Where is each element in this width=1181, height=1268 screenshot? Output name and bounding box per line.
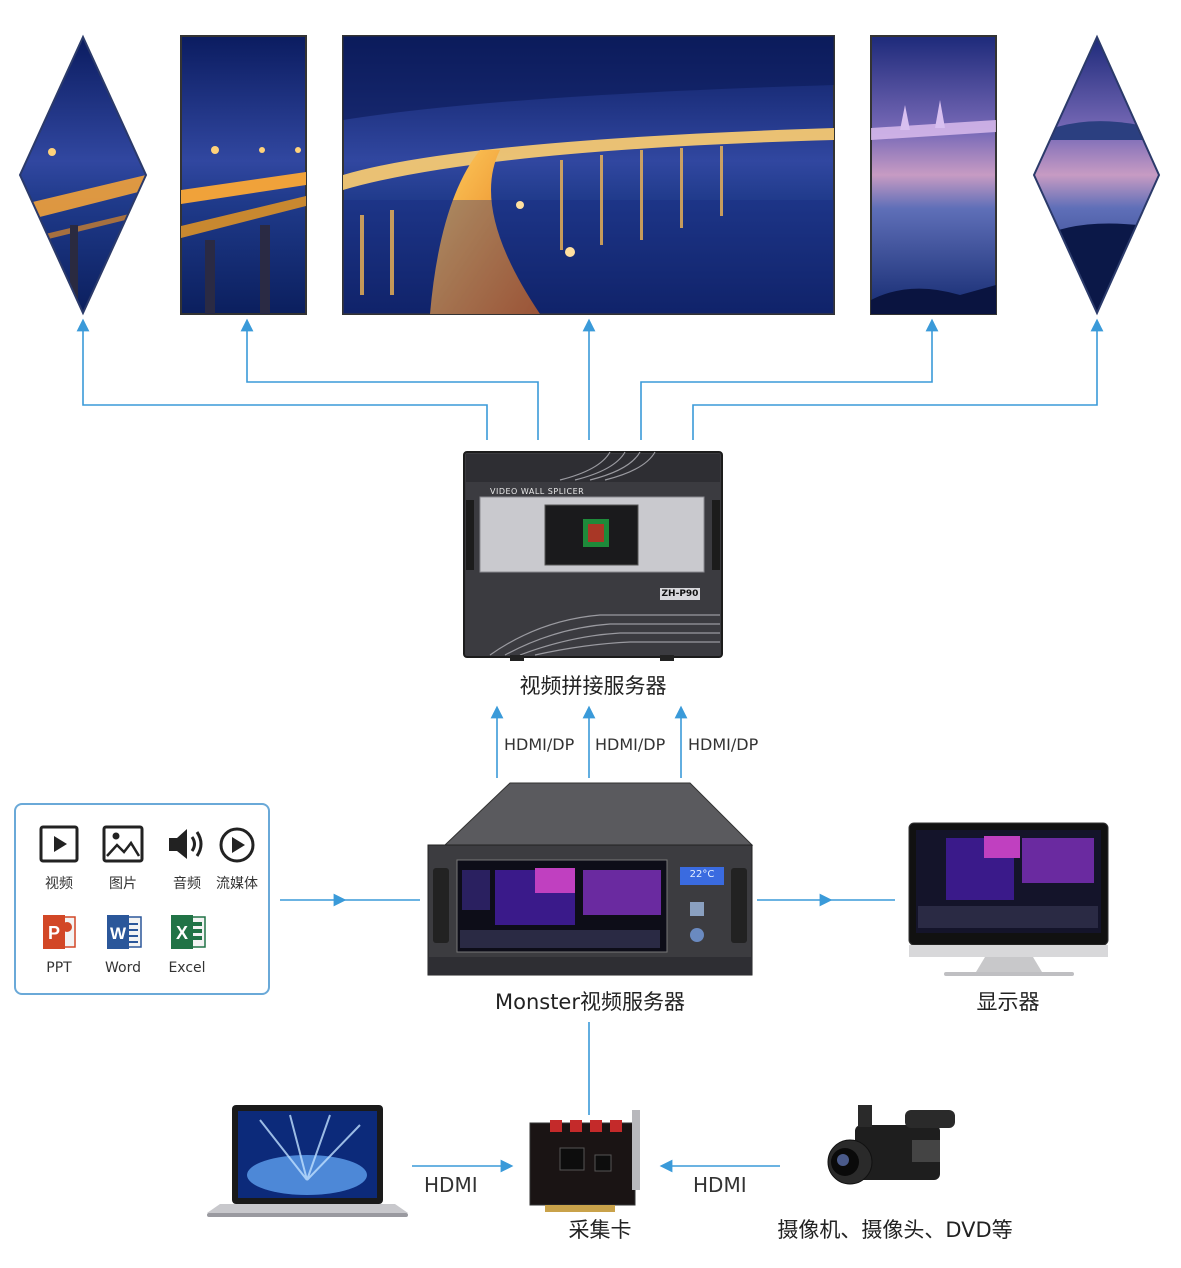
screen-diamond-left (20, 37, 146, 313)
media-server-label: Monster视频服务器 (494, 990, 685, 1014)
svg-text:X: X (176, 923, 188, 943)
svg-text:W: W (110, 924, 127, 943)
camera-label: 摄像机、摄像头、DVD等 (777, 1218, 1013, 1242)
camera-device (827, 1105, 955, 1185)
excel-icon: X (171, 915, 206, 949)
source-audio: 音频 (157, 825, 217, 893)
splicer-chassis (463, 451, 723, 661)
word-icon: W (107, 915, 142, 949)
source-excel: X Excel (157, 912, 217, 976)
laptop-device (207, 1105, 408, 1217)
screen-panel-2 (180, 35, 307, 315)
monitor-label: 显示器 (976, 990, 1040, 1014)
image-icon (102, 825, 144, 863)
screen-diamond-right (1034, 37, 1159, 313)
splicer-model-badge: ZH-P90 (661, 589, 699, 599)
source-video: 视频 (29, 825, 89, 893)
source-ppt: P PPT (29, 912, 89, 976)
link-label-camera: HDMI (693, 1173, 747, 1197)
signal-label-1: HDMI/DP (504, 735, 575, 754)
splicer-label: 视频拼接服务器 (519, 674, 667, 698)
audio-icon (169, 829, 203, 859)
capture-card-device (529, 1110, 640, 1212)
streaming-icon (219, 827, 255, 863)
capture-wires (412, 1022, 780, 1173)
signal-label-2: HDMI/DP (595, 735, 666, 754)
capture-card-label: 采集卡 (568, 1218, 632, 1242)
source-word: W Word (93, 912, 153, 976)
media-sources-panel: 视频 图片 音频 流媒体 P PPT (14, 803, 270, 995)
powerpoint-icon: P (43, 915, 76, 949)
video-icon (39, 825, 79, 863)
monitor-device (908, 822, 1109, 976)
screen-panel-4 (870, 35, 997, 315)
source-streaming: 流媒体 (207, 825, 267, 893)
screen-panel-center (342, 35, 835, 315)
splicer-panel-text: VIDEO WALL SPLICER (490, 487, 585, 496)
signal-label-3: HDMI/DP (688, 735, 759, 754)
splicer-output-wires (76, 318, 1104, 440)
svg-text:P: P (48, 923, 60, 943)
server-lcd-readout: 22°C (689, 869, 715, 880)
link-label-laptop: HDMI (424, 1173, 478, 1197)
source-image: 图片 (93, 825, 153, 893)
